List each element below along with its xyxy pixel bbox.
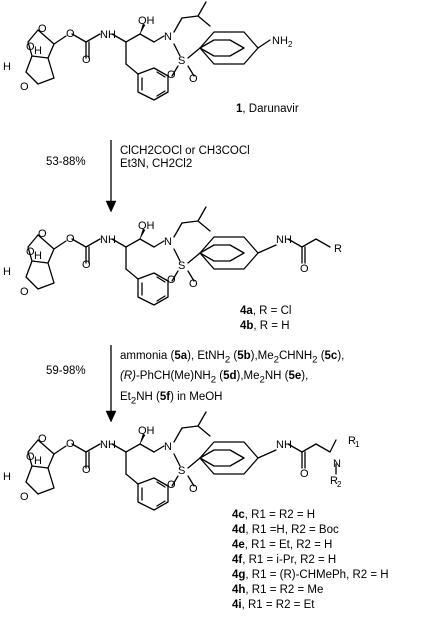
- svg-text:H: H: [34, 45, 42, 57]
- atom-labels-4ci: O O O O O H H NH OH N S O O NH O N R 1 R…: [3, 425, 360, 503]
- product-4c: 4c, R1 = R2 = H: [232, 509, 316, 521]
- svg-text:O: O: [167, 274, 176, 286]
- svg-text:O: O: [167, 69, 176, 81]
- svg-text:O: O: [82, 259, 91, 271]
- svg-text:NH: NH: [272, 35, 288, 47]
- svg-text:O: O: [189, 483, 198, 495]
- svg-text:N: N: [164, 236, 172, 248]
- svg-text:O: O: [82, 464, 91, 476]
- svg-text:2: 2: [288, 40, 293, 49]
- svg-text:H: H: [34, 455, 42, 467]
- svg-text:O: O: [66, 438, 75, 450]
- svg-text:H: H: [3, 266, 11, 278]
- svg-text:R: R: [334, 243, 342, 255]
- svg-text:OH: OH: [138, 15, 155, 27]
- svg-text:1: 1: [355, 440, 360, 449]
- chloroacetamide-structure: [25, 206, 331, 306]
- darunavir-structure: [25, 1, 271, 101]
- atom-labels-1: O O O O O H H NH OH N S O O NH 2: [3, 15, 293, 93]
- svg-text:O: O: [20, 81, 29, 93]
- svg-text:OH: OH: [138, 220, 155, 232]
- svg-text:S: S: [178, 55, 185, 67]
- step2-yield: 59-98%: [46, 365, 86, 377]
- svg-text:N: N: [333, 458, 341, 470]
- svg-text:O: O: [26, 451, 35, 463]
- svg-text:O: O: [66, 28, 75, 40]
- product-list: 4c, R1 = R2 = H 4d, R1 =H, R2 = Boc 4e, …: [232, 508, 389, 613]
- arrow-head-2: [105, 410, 117, 423]
- svg-text:O: O: [82, 54, 91, 66]
- svg-text:S: S: [178, 465, 185, 477]
- svg-text:O: O: [38, 228, 47, 240]
- svg-text:O: O: [300, 263, 309, 275]
- svg-text:O: O: [26, 41, 35, 53]
- svg-text:H: H: [3, 61, 11, 73]
- product-4i: 4i, R1 = R2 = Et: [232, 599, 315, 611]
- intermediate-4a: 4a, R = Cl: [240, 305, 292, 317]
- product-4d: 4d, R1 =H, R2 = Boc: [232, 524, 339, 536]
- svg-text:O: O: [66, 233, 75, 245]
- arrow-head-1: [105, 200, 117, 213]
- svg-text:O: O: [20, 491, 29, 503]
- svg-text:O: O: [167, 479, 176, 491]
- product-4h: 4h, R1 = R2 = Me: [232, 584, 324, 596]
- svg-text:N: N: [164, 441, 172, 453]
- svg-text:O: O: [38, 23, 47, 35]
- svg-text:H: H: [34, 250, 42, 262]
- svg-text:R: R: [348, 435, 356, 447]
- step2-reagents: ammonia (5a), EtNH2 (5b),Me2CHNH2 (5c), …: [120, 350, 345, 406]
- svg-text:NH: NH: [100, 234, 116, 246]
- svg-text:O: O: [20, 286, 29, 298]
- svg-text:R: R: [330, 475, 338, 487]
- product-4g: 4g, R1 = (R)-CHMePh, R2 = H: [232, 569, 389, 581]
- svg-text:OH: OH: [138, 425, 155, 437]
- svg-text:S: S: [178, 260, 185, 272]
- step1-yield: 53-88%: [46, 156, 86, 168]
- step1-reagents: ClCH2COCl or CH3COCl Et3N, CH2Cl2: [120, 145, 250, 170]
- intermediate-4b: 4b, R = H: [240, 320, 290, 332]
- svg-text:O: O: [189, 73, 198, 85]
- svg-text:2: 2: [337, 480, 342, 489]
- svg-text:NH: NH: [100, 29, 116, 41]
- svg-text:NH: NH: [100, 439, 116, 451]
- svg-text:O: O: [38, 433, 47, 445]
- svg-text:O: O: [26, 246, 35, 258]
- svg-text:O: O: [189, 278, 198, 290]
- svg-text:N: N: [164, 31, 172, 43]
- svg-text:H: H: [3, 471, 11, 483]
- product-4e: 4e, R1 = Et, R2 = H: [232, 539, 333, 551]
- product-4f: 4f, R1 = i-Pr, R2 = H: [232, 554, 337, 566]
- svg-text:NH: NH: [276, 234, 292, 246]
- compound-1-label: 1, Darunavir: [236, 103, 299, 115]
- svg-text:NH: NH: [276, 439, 292, 451]
- aminoacetamide-structure: [25, 411, 337, 511]
- svg-text:O: O: [300, 468, 309, 480]
- atom-labels-4ab: O O O O O H H NH OH N S O O NH O R: [3, 220, 342, 298]
